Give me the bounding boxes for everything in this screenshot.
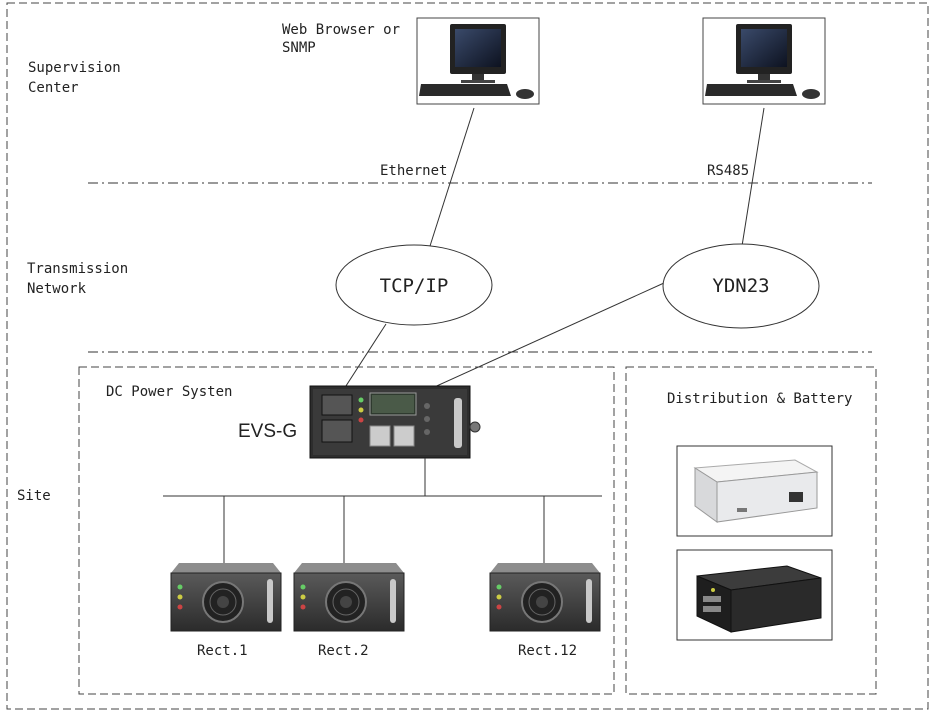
outer-border [6,2,929,710]
battery-icon [676,549,833,641]
rectifier-label: Rect.1 [197,643,248,659]
computer-icon [416,17,540,105]
zone-label-supervision: Supervision Center [28,60,129,96]
tcpip-protocol-node [335,244,493,326]
controller-unit-icon [309,385,481,459]
tcpip-to-controller-link [343,323,387,390]
zone-label-transmission: Transmission Network [27,261,137,297]
tcpip-label: TCP/IP [380,275,449,297]
rectifier-icon [293,563,405,632]
ydn23-protocol-node [662,243,820,329]
rectifier-icon [489,563,601,632]
computer-icon [702,17,826,105]
controller-label: EVS-G [238,421,297,442]
rs485-label: RS485 [707,163,749,179]
ethernet-label: Ethernet [380,163,447,179]
rectifier-label: Rect.12 [518,643,577,659]
dc-power-system-box [78,366,615,695]
rectifier-label: Rect.2 [318,643,369,659]
ethernet-link [429,107,475,247]
computer-left-label: Web Browser or SNMP [282,22,408,56]
dc-power-system-title: DC Power Systen [106,384,232,400]
ydn23-label: YDN23 [712,275,769,297]
distribution-battery-box [625,366,877,695]
zone-label-site: Site [17,488,51,504]
rs485-link [741,107,765,247]
rectifier-icon [170,563,282,632]
distribution-rack-icon [676,445,833,537]
distribution-battery-title: Distribution & Battery [667,391,852,407]
ydn23-to-controller-link [429,282,665,390]
